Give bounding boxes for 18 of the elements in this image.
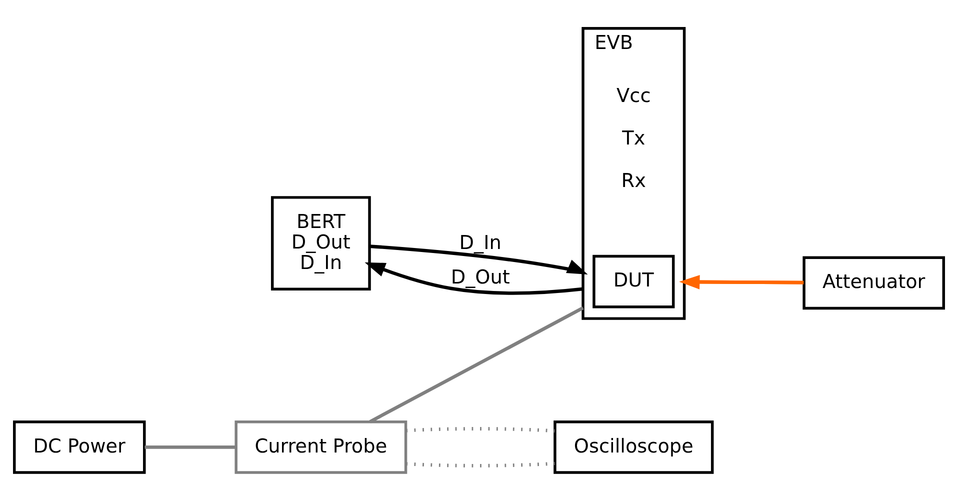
- connector: [369, 306, 584, 423]
- node-box: DUT: [592, 254, 675, 308]
- arrow: [679, 274, 804, 289]
- node-label: Tx: [622, 126, 646, 149]
- edge-label: D_Out: [450, 264, 510, 288]
- node-box: Oscilloscope: [554, 420, 714, 474]
- arrow: [370, 244, 588, 274]
- node-box: Attenuator: [802, 256, 945, 310]
- connector: [406, 426, 555, 432]
- connector: [406, 461, 555, 467]
- node-box: DC Power: [13, 420, 146, 474]
- node-box: BERT D_Out D_In: [270, 196, 371, 290]
- node-box: Current Probe: [234, 420, 408, 474]
- connector: [144, 445, 236, 448]
- node-label: Rx: [621, 168, 646, 192]
- arrow: [364, 262, 584, 294]
- node-label: Vcc: [616, 83, 651, 106]
- edge-label: D_In: [459, 230, 502, 254]
